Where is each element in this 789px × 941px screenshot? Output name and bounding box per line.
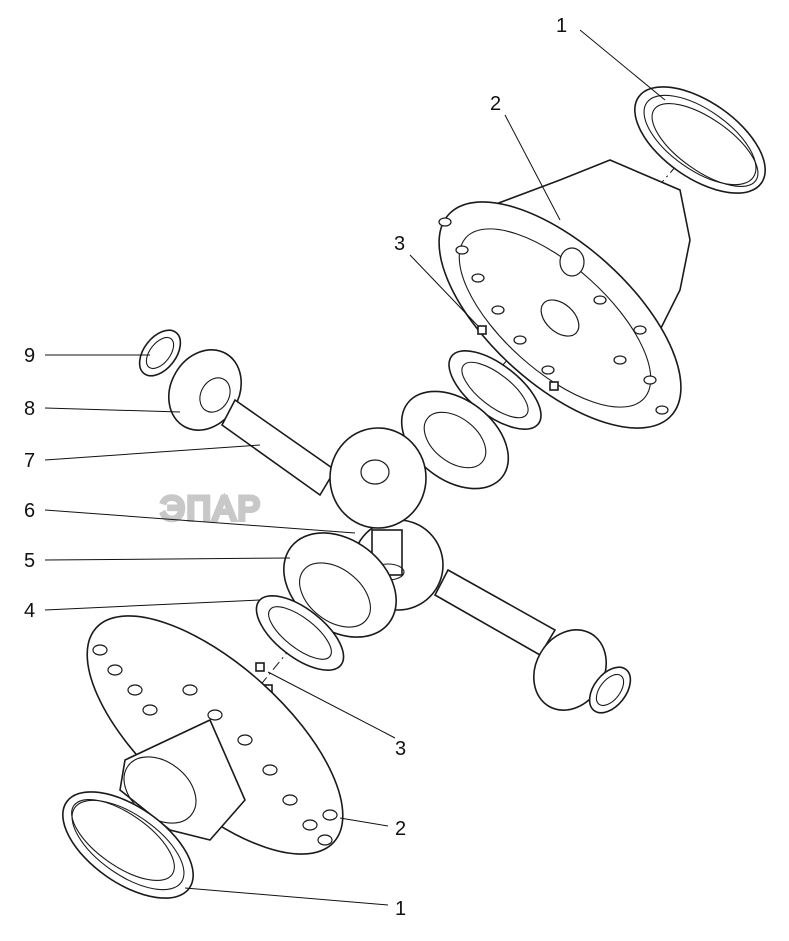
- callout-labels: 1 2 3 9 8 7 6 5 4 3 2 1: [24, 15, 567, 920]
- part-1-top-seal: [634, 86, 766, 194]
- bottom-flange-holes: [92, 644, 338, 846]
- callout-6: 6: [24, 500, 35, 522]
- part-5-top-gear: [400, 390, 510, 490]
- callout-2-bottom: 2: [395, 818, 406, 840]
- callout-3-bottom: 3: [395, 738, 406, 760]
- part-7-cross-shaft: [220, 398, 557, 657]
- part-1-bottom-seal: [62, 791, 194, 899]
- part-2-top-housing: [438, 159, 691, 429]
- watermark-text: ЭПАР: [160, 490, 262, 528]
- part-3-top-pins: [477, 325, 559, 391]
- part-9-right-washer: [588, 666, 632, 714]
- callout-5: 5: [24, 550, 35, 572]
- callout-1-bottom: 1: [395, 898, 406, 920]
- part-9-washer: [138, 329, 182, 377]
- callout-9: 9: [24, 345, 35, 367]
- part-4-lower-washer: [255, 595, 345, 671]
- callout-7: 7: [24, 450, 35, 472]
- callout-1-top: 1: [556, 15, 567, 37]
- callout-3-top: 3: [394, 233, 405, 255]
- callout-4: 4: [24, 600, 35, 622]
- top-flange-holes: [438, 217, 669, 415]
- part-2-bottom-housing: [86, 615, 344, 855]
- callout-2-top: 2: [490, 93, 501, 115]
- callout-8: 8: [24, 398, 35, 420]
- leader-lines: [44, 29, 666, 906]
